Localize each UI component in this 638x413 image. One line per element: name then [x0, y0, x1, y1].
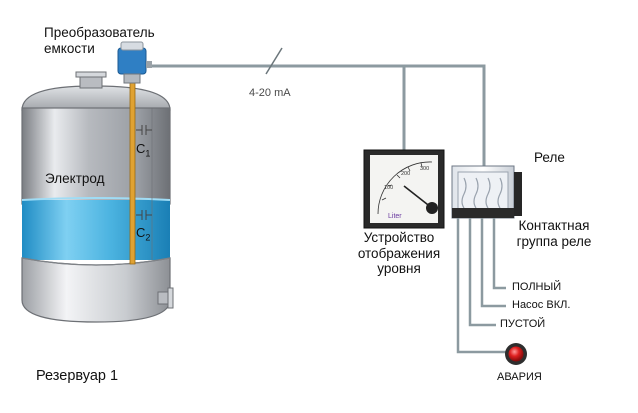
dial-tick-label: 300	[420, 166, 429, 172]
display-label: Устройство отображения уровня	[357, 230, 441, 277]
wire-break-mark	[265, 47, 283, 75]
transducer-cap	[120, 41, 144, 51]
transducer-cable-gland	[146, 61, 152, 68]
tank-name-label: Резервуар 1	[36, 368, 119, 384]
tank-water	[22, 200, 170, 260]
output-wire-pump	[480, 218, 506, 308]
water-surface	[21, 197, 171, 201]
transducer-label: Преобразователь емкости	[44, 25, 155, 56]
output-empty-label: ПУСТОЙ	[500, 318, 546, 330]
level-display: 100 200 300 Liter	[363, 149, 445, 229]
transducer-head	[117, 41, 152, 84]
capacitor-c1-label: C1	[136, 141, 151, 159]
relay-coils	[461, 177, 503, 209]
output-wire-full	[492, 218, 506, 290]
relay-terminal-block	[514, 172, 522, 216]
tank-bottom-seam	[21, 257, 171, 266]
relay	[451, 165, 522, 219]
signal-wire	[148, 64, 486, 168]
relay-base	[452, 208, 514, 218]
tank-side-nozzle-flange	[167, 287, 174, 309]
dial-pivot	[426, 202, 438, 214]
output-wire-alarm	[456, 218, 506, 354]
tank-top-nozzle-flange	[75, 71, 107, 78]
alarm-lamp-light	[508, 346, 524, 362]
output-wire-empty	[468, 218, 496, 327]
alarm-lamp	[505, 343, 527, 365]
dial-ticks	[381, 162, 423, 201]
output-full-label: ПОЛНЫЙ	[512, 281, 562, 293]
transducer-mount	[123, 73, 141, 84]
dial-scale-arc	[377, 161, 433, 215]
tank-body	[21, 107, 171, 205]
signal-label: 4-20 mA	[249, 87, 291, 99]
output-pump-label: Насос ВКЛ.	[512, 299, 571, 311]
relay-label: Реле	[534, 150, 565, 165]
signal-wiring	[148, 64, 486, 168]
tank	[21, 71, 174, 323]
capacitor-c2-label: C2	[136, 225, 151, 243]
dial-face	[370, 155, 438, 223]
tank-top-nozzle	[79, 75, 103, 89]
tank-bottom	[21, 257, 171, 323]
relay-contacts-label: Контактная группа реле	[516, 218, 592, 249]
relay-output-wiring	[456, 218, 506, 354]
capacitor-c2-symbol	[136, 210, 152, 220]
dial-unit-label: Liter	[388, 213, 402, 220]
dial-tick-label: 100	[384, 185, 393, 191]
electrode-label: Электрод	[45, 171, 105, 186]
electrode-rod	[129, 81, 136, 265]
dial-tick-label: 200	[401, 171, 410, 177]
capacitor-c1-symbol	[136, 125, 152, 135]
alarm-label: АВАРИЯ	[497, 371, 542, 383]
tank-top-cap	[21, 85, 171, 111]
